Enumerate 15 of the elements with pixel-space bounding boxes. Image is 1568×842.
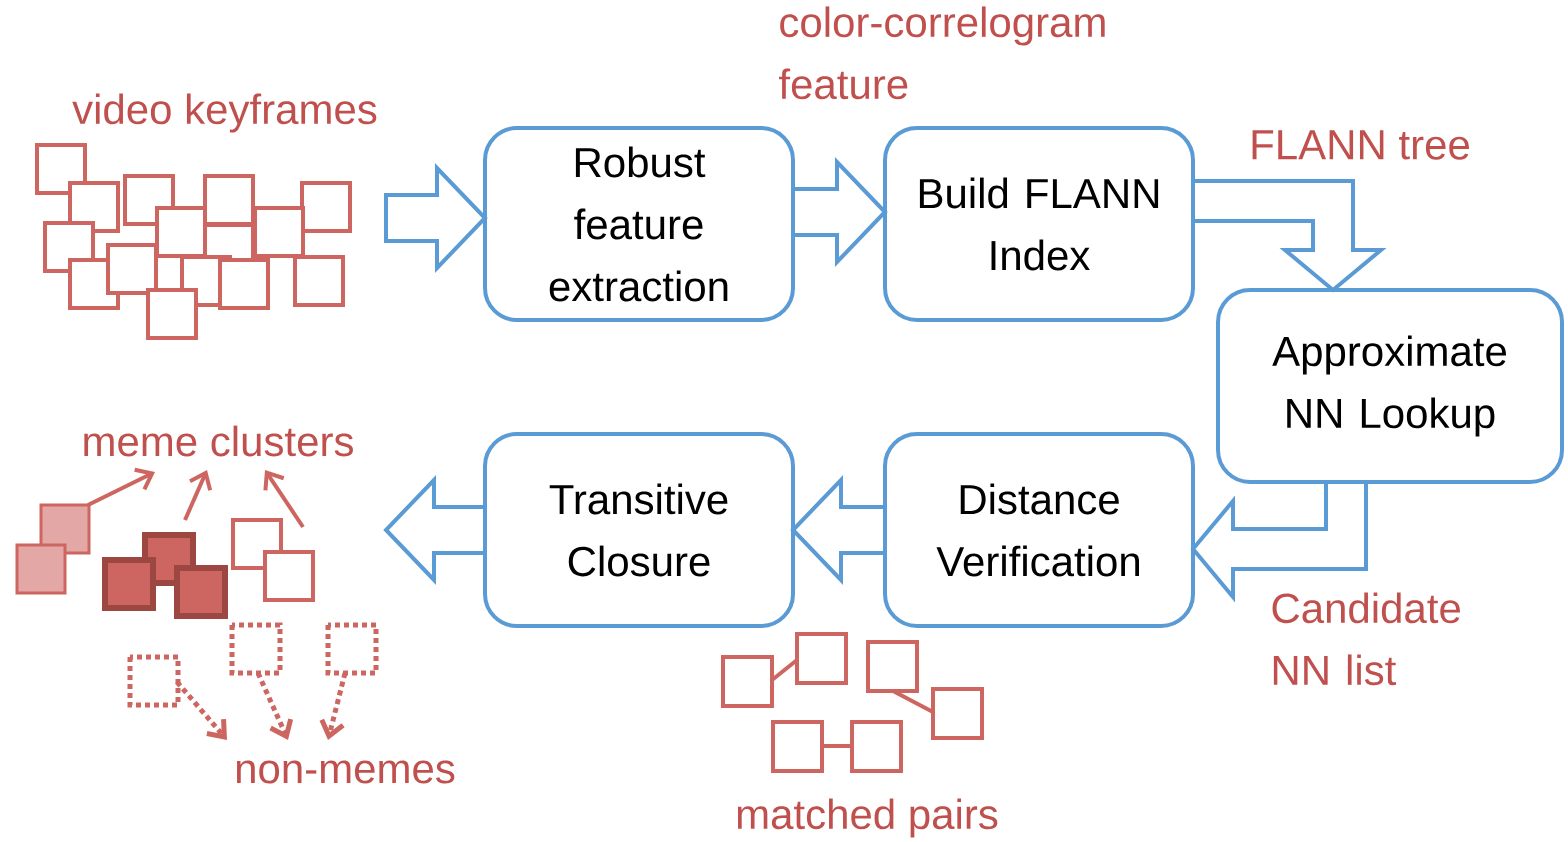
keyframes-drawing — [35, 143, 352, 340]
process-box: Approximate NN Lookup — [1216, 288, 1564, 484]
edge-label: FLANN tree — [1252, 130, 1469, 160]
block-arrow — [384, 163, 488, 273]
process-box: Distance Verification — [883, 432, 1195, 628]
edge-label: color-correlogram feature — [779, 6, 1105, 100]
clusters-drawing — [15, 467, 379, 740]
process-box: Transitive Closure — [483, 432, 795, 628]
caption-label: matched pairs — [737, 798, 998, 838]
process-box: Robust feature extraction — [483, 126, 795, 322]
caption-label: meme clusters — [84, 425, 353, 457]
caption-label: non-memes — [236, 760, 455, 784]
caption-label: video keyframes — [72, 93, 377, 133]
process-box: Build FLANN Index — [883, 126, 1195, 322]
edge-label: Candidate NN list — [1272, 592, 1460, 686]
